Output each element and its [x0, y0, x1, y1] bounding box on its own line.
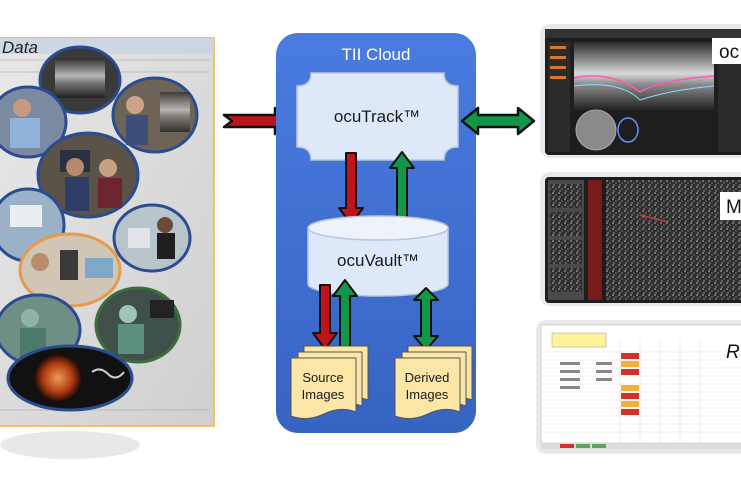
derived-images-line2: Images [406, 387, 449, 402]
app-panel-oct-label: oc [719, 42, 739, 63]
app-panel-spreadsheet-label: R [726, 342, 740, 363]
ocuvault-label: ocuVault™ [337, 251, 419, 270]
photo-patient-1 [0, 85, 68, 159]
photo-exam [36, 131, 140, 219]
photo-slit-lamp [18, 232, 122, 308]
photo-clinician-1 [111, 76, 199, 154]
source-images-line1: Source [302, 370, 343, 385]
app-panel-spreadsheet: R [536, 320, 741, 454]
photo-oct-scanner [38, 45, 122, 115]
app-panel-mosaic-label: M [726, 197, 741, 218]
arrow-vault-to-source [312, 284, 338, 350]
cloud-title: TII Cloud [342, 45, 411, 64]
arrow-track-to-apps [460, 106, 536, 136]
derived-images-node: Derived Images [394, 345, 473, 420]
ocutrack-node: ocuTrack™ [296, 72, 459, 161]
photo-fundus [6, 344, 134, 412]
source-images-line2: Images [302, 387, 345, 402]
app-panel-mosaic: M [540, 172, 741, 306]
data-panel: Data [0, 37, 215, 459]
ocutrack-label: ocuTrack™ [334, 107, 420, 126]
ocuvault-node: ocuVault™ [307, 215, 449, 297]
photo-clinician-2 [112, 203, 192, 273]
arrow-vault-to-track [389, 151, 415, 225]
arrow-source-to-vault [332, 279, 358, 351]
photo-surgery-2 [94, 286, 182, 364]
data-panel-label: Data [2, 38, 38, 57]
derived-images-line1: Derived [405, 370, 450, 385]
arrow-data-to-track [222, 106, 295, 136]
source-images-node: Source Images [290, 345, 369, 420]
app-panel-oct: oc [540, 24, 741, 158]
